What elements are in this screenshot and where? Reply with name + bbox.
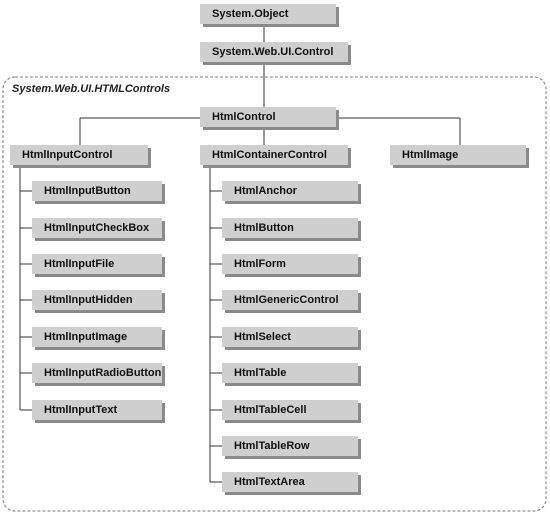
node-html-generic-control: HtmlGenericControl xyxy=(222,290,358,310)
node-system-object: System.Object xyxy=(200,4,336,24)
node-html-button: HtmlButton xyxy=(222,218,358,238)
node-html-container-control: HtmlContainerControl xyxy=(200,145,348,165)
node-html-image: HtmlImage xyxy=(390,145,526,165)
node-html-table-cell: HtmlTableCell xyxy=(222,400,358,420)
namespace-label: System.Web.UI.HTMLControls xyxy=(12,83,171,95)
node-html-input-image: HtmlInputImage xyxy=(32,327,162,347)
node-html-input-file: HtmlInputFile xyxy=(32,254,162,274)
node-html-control: HtmlControl xyxy=(200,107,336,127)
node-html-input-checkbox: HtmlInputCheckBox xyxy=(32,218,162,238)
node-html-text-area: HtmlTextArea xyxy=(222,472,358,492)
node-html-table-row: HtmlTableRow xyxy=(222,436,358,456)
node-html-input-text: HtmlInputText xyxy=(32,400,162,420)
node-html-select: HtmlSelect xyxy=(222,327,358,347)
node-html-input-button: HtmlInputButton xyxy=(32,181,162,201)
namespace-boundary xyxy=(2,76,547,512)
node-html-input-hidden: HtmlInputHidden xyxy=(32,290,162,310)
node-html-table: HtmlTable xyxy=(222,363,358,383)
node-html-input-radio-button: HtmlInputRadioButton xyxy=(32,363,162,383)
node-html-anchor: HtmlAnchor xyxy=(222,181,358,201)
node-html-input-control: HtmlInputControl xyxy=(10,145,148,165)
node-system-web-ui-control: System.Web.UI.Control xyxy=(200,42,348,62)
node-html-form: HtmlForm xyxy=(222,254,358,274)
